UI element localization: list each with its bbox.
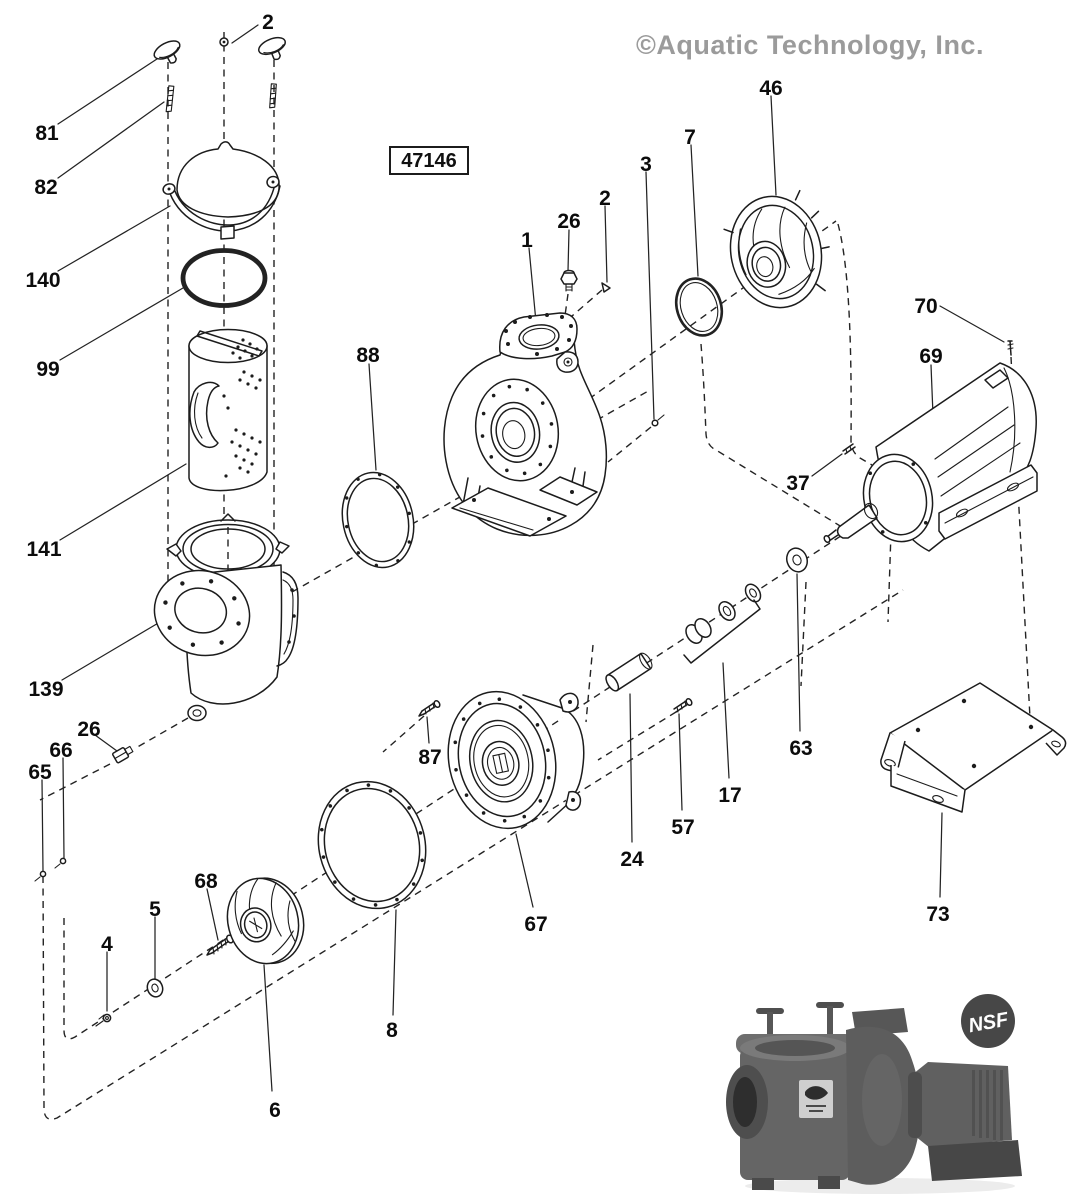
slinger-63 (785, 547, 809, 573)
callout-2-mid: 2 (599, 187, 611, 210)
callout-139: 139 (28, 678, 63, 701)
clamp-lid (162, 141, 281, 240)
callout-3: 3 (640, 153, 652, 176)
strainer-pot (153, 564, 299, 722)
base-bracket-73 (880, 682, 1067, 813)
part-number-text: 47146 (401, 150, 457, 172)
callout-7: 7 (684, 126, 696, 149)
part-number-box: 47146 (389, 146, 469, 175)
callout-24: 24 (620, 848, 644, 871)
callout-68: 68 (194, 870, 218, 893)
strainer-basket (188, 328, 268, 492)
callout-81: 81 (35, 122, 59, 145)
pump-volute (443, 312, 608, 537)
screw-65 (34, 870, 47, 882)
callout-46: 46 (759, 77, 782, 100)
top-screw (219, 37, 229, 47)
shaft-sleeve-24 (605, 652, 653, 692)
callout-5: 5 (149, 898, 161, 921)
clamp-studs (165, 83, 277, 113)
callout-57: 57 (671, 816, 694, 839)
bolt-4 (95, 1013, 112, 1027)
product-photo: NSF (726, 994, 1022, 1194)
seal-group-bracket (683, 599, 761, 664)
callout-17: 17 (718, 784, 741, 807)
watermark-text: ©Aquatic Technology, Inc. (636, 30, 984, 60)
callout-65: 65 (28, 761, 52, 784)
callout-70: 70 (914, 295, 937, 318)
shaft-seal-17 (683, 583, 762, 664)
photo-motor (908, 1062, 1012, 1148)
impeller-6 (226, 877, 305, 965)
screw-37 (842, 443, 856, 455)
vent-bolt-26 (560, 269, 578, 292)
callout-6: 6 (269, 1099, 281, 1122)
callout-73: 73 (926, 903, 949, 926)
leader-lines (41, 24, 1005, 1092)
callout-37: 37 (786, 472, 809, 495)
nsf-badge: NSF (961, 994, 1015, 1048)
screw-87 (418, 699, 441, 717)
callout-99: 99 (36, 358, 59, 381)
seal-plate-67 (447, 690, 585, 830)
gasket-8 (317, 780, 427, 910)
volute-feet (451, 467, 598, 537)
screw-57 (673, 697, 693, 713)
callout-82: 82 (34, 176, 57, 199)
pot-handle-icon (756, 1008, 784, 1014)
motor (823, 362, 1038, 552)
callout-66: 66 (49, 739, 72, 762)
callout-26-top: 26 (557, 210, 580, 233)
pot-handle-icon (816, 1002, 844, 1008)
callout-141: 141 (26, 538, 61, 561)
callout-87: 87 (418, 746, 441, 769)
screw-66 (54, 857, 67, 869)
clamp-knobs (153, 36, 286, 64)
oring-7 (674, 277, 724, 337)
motor-bolt-70 (1007, 340, 1014, 356)
callout-140: 140 (25, 269, 60, 292)
callout-69: 69 (919, 345, 942, 368)
gasket-88 (341, 471, 415, 569)
callout-1: 1 (521, 229, 533, 252)
washer-5 (146, 978, 164, 998)
callout-26-pot: 26 (77, 718, 100, 741)
impeller-46 (723, 189, 830, 309)
basket-perforations (222, 338, 262, 478)
callout-67: 67 (524, 913, 547, 936)
callout-88: 88 (356, 344, 380, 367)
motor-foot (938, 464, 1038, 540)
lid-oring (180, 248, 268, 308)
callout-8: 8 (386, 1019, 398, 1042)
callout-63: 63 (789, 737, 812, 760)
motor-shaft (823, 502, 879, 544)
screw-68 (206, 934, 235, 956)
screw-3 (651, 414, 665, 427)
callout-labels: 2 81 82 140 99 141 139 26 66 65 68 5 4 6… (25, 11, 949, 1122)
screw-2-mid (601, 282, 611, 293)
drain-plug (111, 745, 134, 764)
callout-2-top: 2 (262, 11, 274, 34)
callout-4: 4 (101, 933, 113, 956)
